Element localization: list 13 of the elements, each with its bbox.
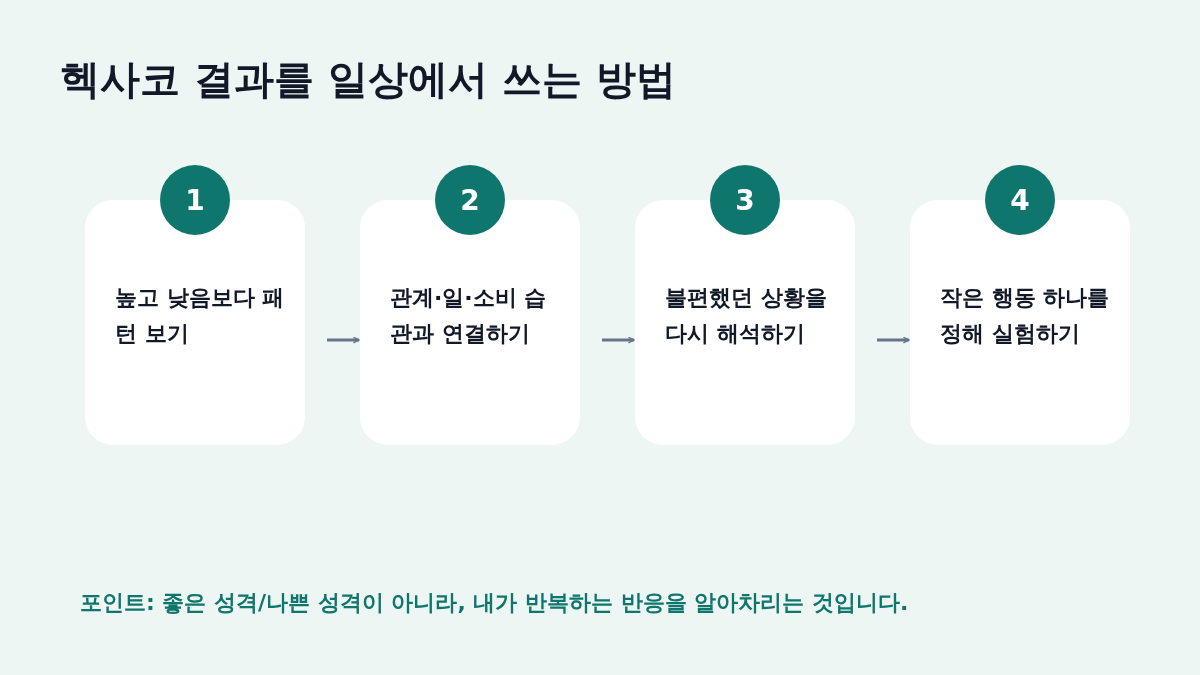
step-number: 4 bbox=[985, 165, 1055, 235]
step-text: 높고 낮음보다 패턴 보기 bbox=[115, 284, 286, 348]
arrow bbox=[327, 336, 360, 344]
step-text: 불편했던 상황을 다시 해석하기 bbox=[665, 284, 828, 348]
step-text: 관계·일·소비 습관과 연결하기 bbox=[390, 284, 548, 348]
arrow bbox=[877, 336, 910, 344]
title: 헥사코 결과를 일상에서 쓰는 방법 bbox=[60, 55, 676, 104]
arrow bbox=[602, 336, 635, 344]
step-number: 1 bbox=[160, 165, 230, 235]
note-text: 포인트: 좋은 성격/나쁜 성격이 아니라, 내가 반복하는 반응을 알아차리는 것입니다. bbox=[80, 589, 909, 617]
step-number: 2 bbox=[435, 165, 505, 235]
step-text: 작은 행동 하나를 정해 실험하기 bbox=[940, 284, 1111, 348]
step-number: 3 bbox=[710, 165, 780, 235]
